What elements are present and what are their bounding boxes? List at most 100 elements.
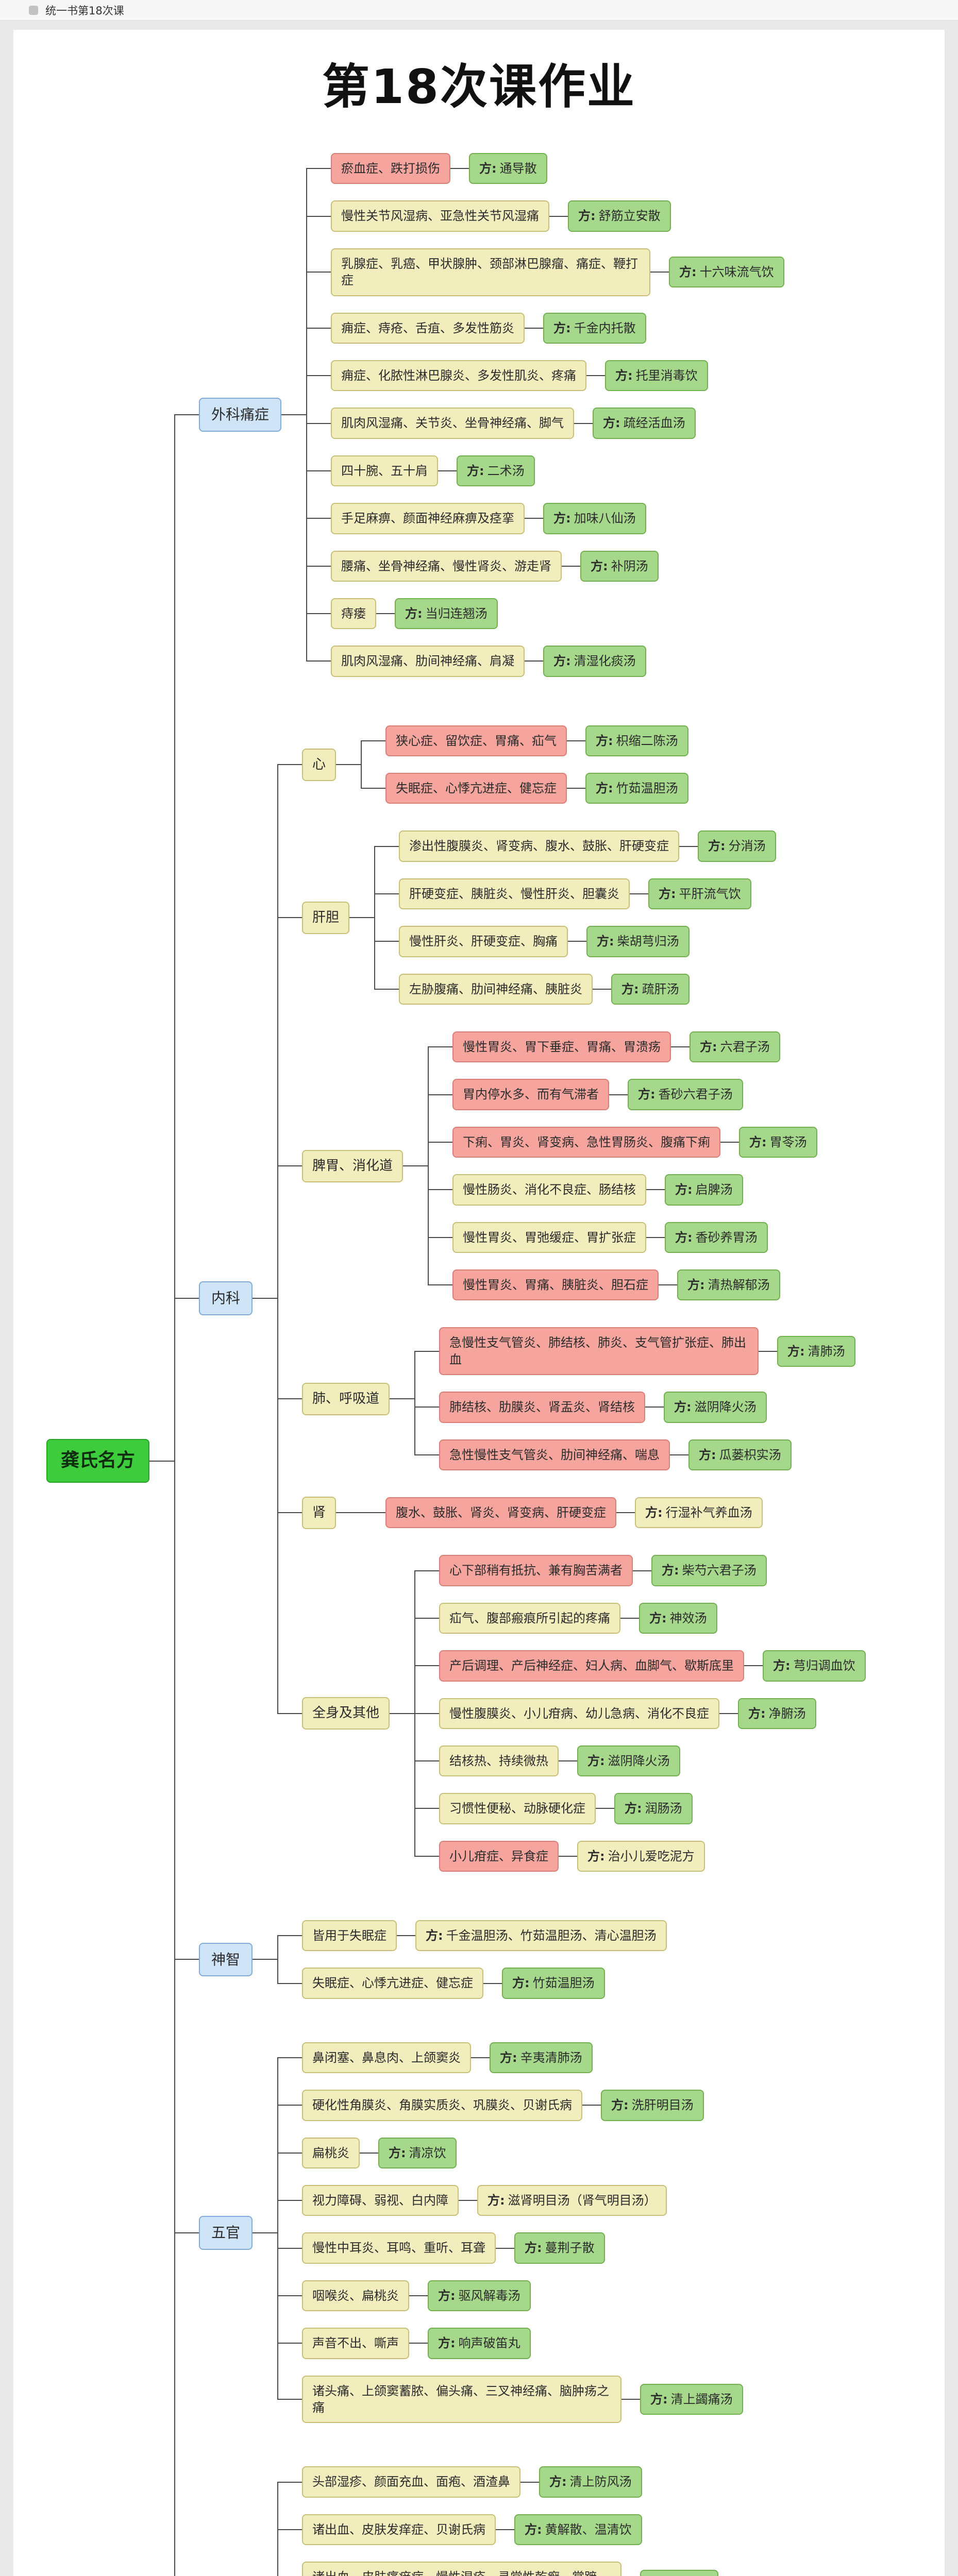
condition-node[interactable]: 急性慢性支气管炎、肋间神经痛、喘息	[439, 1439, 670, 1470]
formula-node[interactable]: 方:清凉饮	[378, 2137, 457, 2169]
category-node[interactable]: 心	[302, 748, 337, 781]
condition-node[interactable]: 乳腺症、乳癌、甲状腺肿、颈部淋巴腺瘤、痛症、鞭打症	[331, 248, 651, 296]
condition-node[interactable]: 慢性中耳炎、耳鸣、重听、耳聋	[302, 2232, 496, 2264]
formula-node[interactable]: 方:柴胡芎归汤	[586, 926, 690, 957]
condition-node[interactable]: 产后调理、产后神经症、妇人病、血脚气、歇斯底里	[439, 1650, 745, 1682]
formula-node[interactable]: 方:托里消毒饮	[605, 360, 708, 392]
formula-node[interactable]: 方:分消汤	[698, 831, 776, 862]
formula-node[interactable]: 方:行湿补气养血汤	[635, 1497, 763, 1529]
condition-node[interactable]: 痈症、化脓性淋巴腺炎、多发性肌炎、疼痛	[331, 360, 587, 392]
condition-node[interactable]: 声音不出、嘶声	[302, 2328, 410, 2359]
category-node[interactable]: 肾	[302, 1496, 337, 1529]
condition-node[interactable]: 胃内停水多、而有气滞者	[452, 1079, 610, 1110]
condition-node[interactable]: 手足麻痹、颜面神经麻痹及痉挛	[331, 503, 525, 534]
formula-node[interactable]: 方:通导散	[469, 153, 547, 184]
formula-node[interactable]: 方:平肝流气饮	[648, 878, 751, 910]
condition-node[interactable]: 慢性肠炎、消化不良症、肠结核	[452, 1174, 647, 1206]
formula-node[interactable]: 方:舒筋立安散	[568, 200, 671, 232]
condition-node[interactable]: 痈症、痔疮、舌疽、多发性筋炎	[331, 312, 525, 344]
formula-node[interactable]: 方:枳缩二陈汤	[585, 725, 688, 757]
formula-node[interactable]: 方:竹茹温胆汤	[585, 773, 688, 804]
formula-node[interactable]: 方:洗肝明目汤	[601, 2090, 704, 2121]
condition-node[interactable]: 腹水、鼓胀、肾炎、肾变病、肝硬变症	[385, 1497, 617, 1529]
formula-node[interactable]: 方:疏经活血汤	[593, 408, 696, 439]
formula-node[interactable]: 方:清热解郁汤	[677, 1269, 780, 1301]
category-node[interactable]: 全身及其他	[302, 1697, 390, 1730]
formula-node[interactable]: 方:润肠汤	[614, 1793, 693, 1824]
formula-node[interactable]: 方:补阴汤	[580, 550, 659, 582]
condition-node[interactable]: 四十腕、五十肩	[331, 455, 439, 487]
formula-node[interactable]: 方:香砂六君子汤	[628, 1079, 743, 1110]
formula-node[interactable]: 方:柴芍六君子汤	[651, 1555, 767, 1586]
condition-node[interactable]: 慢性胃炎、胃弛缓症、胃扩张症	[452, 1222, 647, 1253]
condition-node[interactable]: 肌肉风湿痛、肋间神经痛、肩凝	[331, 646, 525, 677]
condition-node[interactable]: 诸出血、皮肤发痒症、贝谢氏病	[302, 2514, 496, 2546]
condition-node[interactable]: 视力障碍、弱视、白内障	[302, 2185, 459, 2216]
branch-node[interactable]: 神智	[199, 1942, 253, 1977]
category-node[interactable]: 肺、呼吸道	[302, 1382, 390, 1415]
condition-node[interactable]: 痔瘘	[331, 598, 377, 630]
formula-node[interactable]: 方:清上防风汤	[539, 2466, 642, 2498]
formula-node[interactable]: 方:温清饮	[640, 2570, 718, 2576]
condition-node[interactable]: 慢性胃炎、胃下垂症、胃痛、胃溃疡	[452, 1031, 671, 1063]
condition-node[interactable]: 腰痛、坐骨神经痛、慢性肾炎、游走肾	[331, 550, 562, 582]
formula-node[interactable]: 方:疏肝汤	[611, 973, 690, 1005]
category-node[interactable]: 肝胆	[302, 901, 350, 934]
formula-node[interactable]: 方:胃苓汤	[739, 1126, 817, 1158]
branch-node[interactable]: 外科痛症	[199, 398, 282, 432]
condition-node[interactable]: 头部湿疹、颜面充血、面疱、酒渣鼻	[302, 2466, 521, 2498]
condition-node[interactable]: 诸出血、皮肤瘙痒症、慢性湿疹、寻常性乾癣、掌蹠(zhi)脓疱症、贝谢氏症候群	[302, 2562, 622, 2576]
condition-node[interactable]: 急慢性支气管炎、肺结核、肺炎、支气管扩张症、肺出血	[439, 1327, 759, 1376]
formula-node[interactable]: 方:辛夷清肺汤	[490, 2042, 593, 2074]
formula-node[interactable]: 方:当归连翘汤	[395, 598, 498, 630]
formula-node[interactable]: 方:滋阴降火汤	[664, 1392, 767, 1423]
condition-node[interactable]: 慢性关节风湿病、亚急性关节风湿痛	[331, 200, 550, 232]
root-node[interactable]: 龚氏名方	[46, 1439, 150, 1483]
condition-node[interactable]: 慢性肝炎、肝硬变症、胸痛	[399, 926, 568, 957]
condition-node[interactable]: 小儿疳症、异食症	[439, 1840, 559, 1872]
formula-node[interactable]: 方:净腑汤	[738, 1698, 816, 1729]
formula-node[interactable]: 方:二术汤	[457, 455, 535, 487]
formula-node[interactable]: 方:滋肾明目汤（肾气明目汤）	[477, 2185, 667, 2216]
condition-node[interactable]: 心下部稍有抵抗、兼有胸苦满者	[439, 1555, 633, 1586]
formula-node[interactable]: 方:黄解散、温清饮	[514, 2514, 642, 2546]
condition-node[interactable]: 失眠症、心悸亢进症、健忘症	[302, 1968, 484, 1999]
formula-node[interactable]: 方:十六味流气饮	[669, 256, 784, 288]
condition-node[interactable]: 肌肉风湿痛、关节炎、坐骨神经痛、脚气	[331, 408, 575, 439]
condition-node[interactable]: 瘀血症、跌打损伤	[331, 153, 451, 184]
formula-node[interactable]: 方:治小儿爱吃泥方	[577, 1840, 705, 1872]
condition-node[interactable]: 肺结核、肋膜炎、肾盂炎、肾结核	[439, 1392, 646, 1423]
formula-node[interactable]: 方:驱风解毒汤	[428, 2280, 531, 2312]
formula-node[interactable]: 方:竹茹温胆汤	[502, 1968, 605, 1999]
condition-node[interactable]: 左胁腹痛、肋间神经痛、胰脏炎	[399, 973, 593, 1005]
branch-node[interactable]: 内科	[199, 1281, 253, 1316]
formula-node[interactable]: 方:启脾汤	[665, 1174, 743, 1206]
formula-node[interactable]: 方:滋阴降火汤	[577, 1745, 680, 1777]
condition-node[interactable]: 结核热、持续微热	[439, 1745, 559, 1777]
formula-node[interactable]: 方:清肺汤	[777, 1335, 855, 1367]
condition-node[interactable]: 慢性胃炎、胃痛、胰脏炎、胆石症	[452, 1269, 659, 1301]
formula-node[interactable]: 方:香砂养胃汤	[665, 1222, 768, 1253]
formula-node[interactable]: 方:清湿化痰汤	[543, 646, 646, 677]
formula-node[interactable]: 方:加味八仙汤	[543, 503, 646, 534]
formula-node[interactable]: 方:千金温胆汤、竹茹温胆汤、清心温胆汤	[415, 1920, 667, 1952]
condition-node[interactable]: 硬化性角膜炎、角膜实质炎、巩膜炎、贝谢氏病	[302, 2090, 583, 2121]
formula-node[interactable]: 方:响声破笛丸	[428, 2328, 531, 2359]
condition-node[interactable]: 诸头痛、上颌窦蓄脓、偏头痛、三叉神经痛、脑肿疡之痛	[302, 2375, 622, 2424]
tab-title[interactable]: 统一书第18次课	[45, 4, 124, 17]
condition-node[interactable]: 习惯性便秘、动脉硬化症	[439, 1793, 596, 1824]
condition-node[interactable]: 鼻闭塞、鼻息肉、上颌窦炎	[302, 2042, 472, 2074]
condition-node[interactable]: 肝硬变症、胰脏炎、慢性肝炎、胆囊炎	[399, 878, 630, 910]
condition-node[interactable]: 疝气、腹部瘢痕所引起的疼痛	[439, 1602, 621, 1634]
formula-node[interactable]: 方:蔓荆子散	[514, 2232, 605, 2264]
condition-node[interactable]: 狭心症、留饮症、胃痛、疝气	[385, 725, 567, 757]
condition-node[interactable]: 皆用于失眠症	[302, 1920, 397, 1952]
formula-node[interactable]: 方:芎归调血饮	[763, 1650, 866, 1682]
formula-node[interactable]: 方:瓜蒌枳实汤	[688, 1439, 792, 1470]
condition-node[interactable]: 下痢、胃炎、肾变病、急性胃肠炎、腹痛下痢	[452, 1126, 721, 1158]
condition-node[interactable]: 扁桃炎	[302, 2137, 360, 2169]
condition-node[interactable]: 慢性腹膜炎、小儿疳病、幼儿急病、消化不良症	[439, 1698, 720, 1729]
formula-node[interactable]: 方:清上蠲痛汤	[640, 2383, 743, 2415]
formula-node[interactable]: 方:神效汤	[639, 1602, 717, 1634]
category-node[interactable]: 脾胃、消化道	[302, 1149, 404, 1182]
